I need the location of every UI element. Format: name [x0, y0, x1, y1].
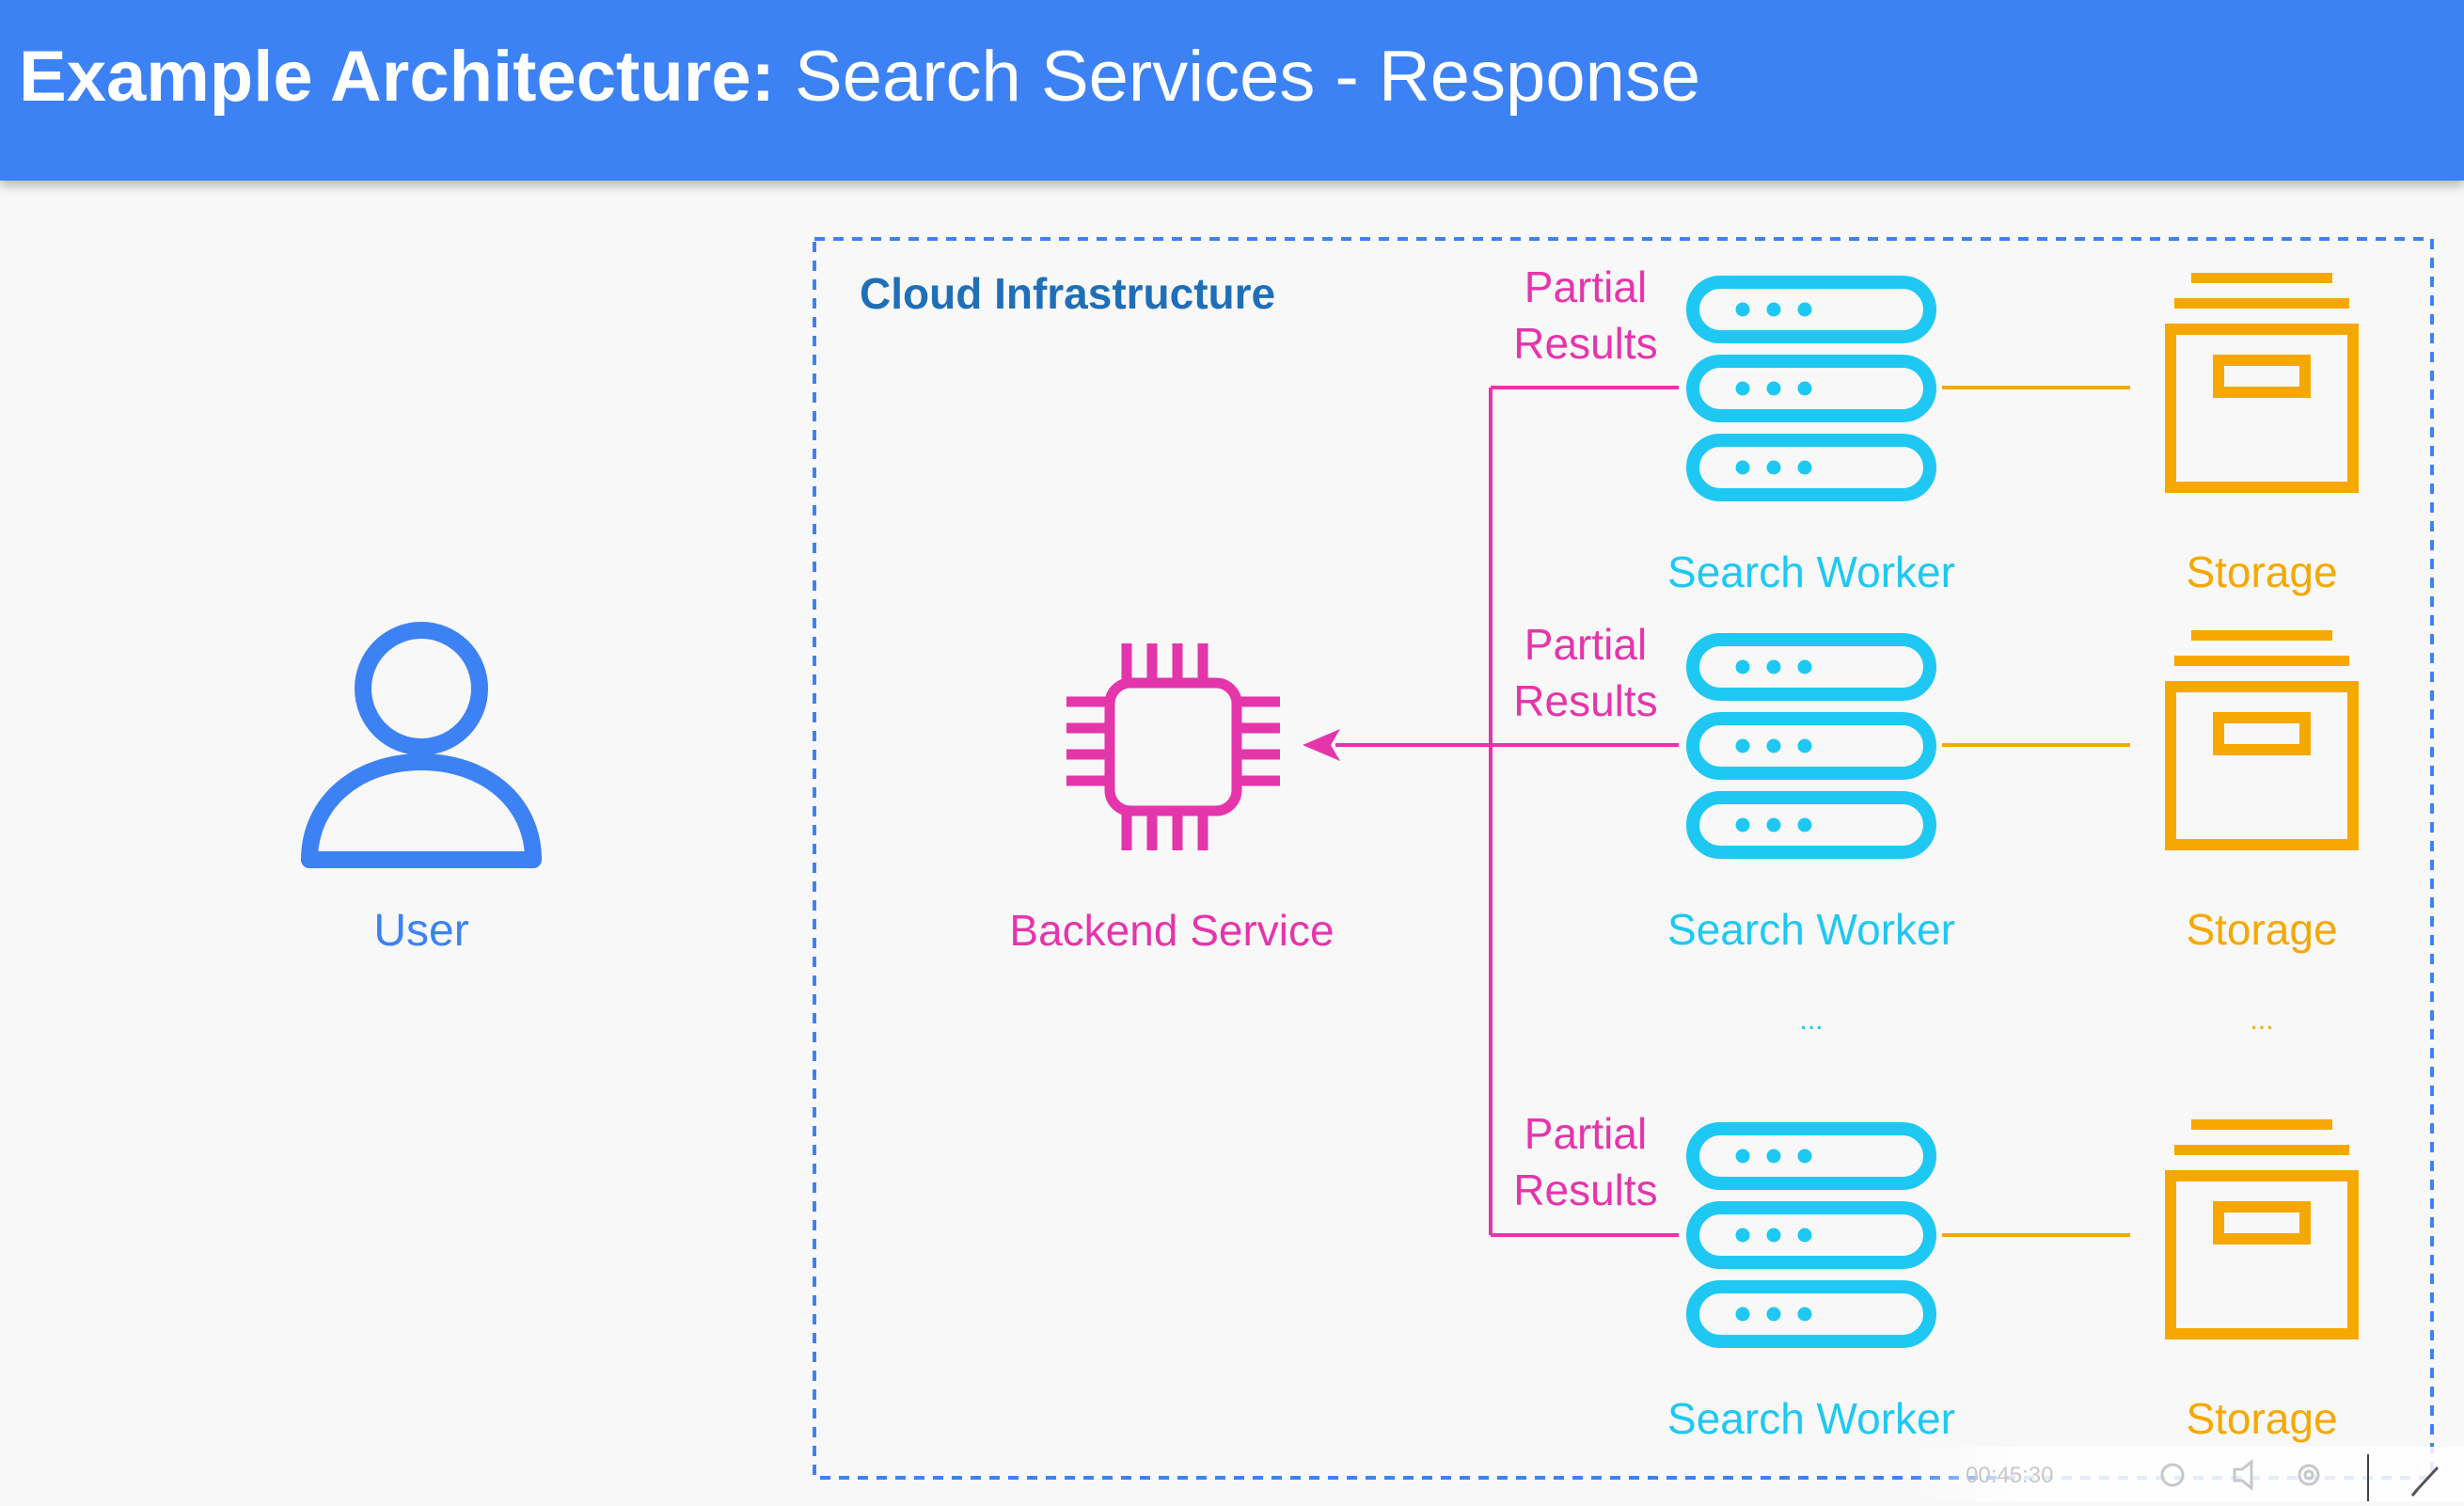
- chip-icon: [1066, 643, 1280, 850]
- worker-row-3: Partial Results Search Worker Storage: [1513, 1109, 2353, 1443]
- storage-icon: [2171, 630, 2353, 845]
- worker-ellipsis: ...: [1799, 1005, 1823, 1036]
- partial-results-connector: [1335, 386, 1679, 1237]
- player-controls: 00:45:30: [1909, 1447, 2464, 1501]
- settings-icon[interactable]: [2298, 1464, 2320, 1486]
- cloud-boundary: [813, 237, 2434, 1480]
- page-title: Example Architecture: Search Services - …: [19, 34, 1700, 120]
- partial-results-label: Results: [1513, 1165, 1657, 1214]
- server-icon: [1693, 282, 1930, 495]
- search-worker-label: Search Worker: [1667, 905, 1955, 954]
- pencil-icon[interactable]: [2410, 1466, 2440, 1497]
- player-icon[interactable]: [2160, 1463, 2185, 1487]
- worker-row-2: Partial Results Search Worker Storage: [1513, 620, 2353, 954]
- server-icon: [1693, 640, 1930, 852]
- storage-ellipsis: ...: [2250, 1005, 2273, 1036]
- header-bar: Example Architecture: Search Services - …: [0, 0, 2464, 181]
- server-icon: [1693, 1129, 1930, 1341]
- storage-label: Storage: [2186, 1394, 2337, 1443]
- title-bold: Example Architecture:: [19, 37, 775, 117]
- backend-service-label: Backend Service: [1009, 906, 1334, 955]
- cloud-infrastructure-label: Cloud Infrastructure: [860, 269, 1275, 318]
- worker-row-1: Partial Results Search Worker Storage: [1513, 262, 2353, 596]
- arrow-head: [1303, 729, 1340, 761]
- storage-icon: [2171, 1119, 2353, 1334]
- title-rest: Search Services - Response: [774, 37, 1701, 117]
- storage-icon: [2171, 273, 2353, 487]
- partial-results-label: Partial: [1524, 1109, 1647, 1158]
- storage-label: Storage: [2186, 905, 2337, 954]
- user-icon: [301, 622, 542, 868]
- partial-results-label: Partial: [1524, 262, 1647, 311]
- search-worker-label: Search Worker: [1667, 1394, 1955, 1443]
- player-time: 00:45:30: [1966, 1463, 2053, 1488]
- storage-label: Storage: [2186, 547, 2337, 596]
- search-worker-label: Search Worker: [1667, 547, 1955, 596]
- user-label: User: [373, 906, 468, 956]
- partial-results-label: Partial: [1524, 620, 1647, 669]
- partial-results-label: Results: [1513, 319, 1657, 368]
- volume-icon[interactable]: [2233, 1458, 2253, 1492]
- partial-results-label: Results: [1513, 676, 1657, 725]
